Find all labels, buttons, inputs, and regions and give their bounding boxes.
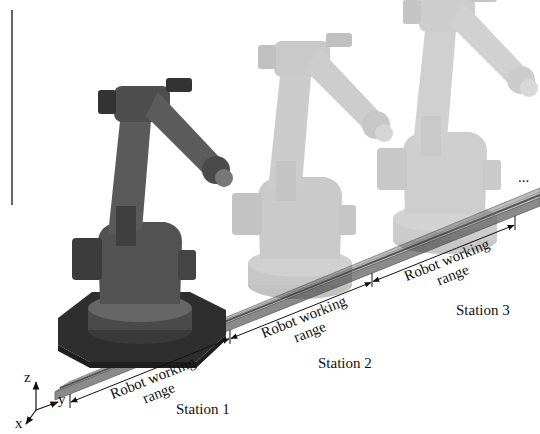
robot — [72, 78, 233, 344]
robot-ghost — [232, 33, 393, 299]
axis-label: z — [24, 370, 31, 386]
continuation-mark: ... — [518, 170, 529, 186]
coordinate-axes — [26, 382, 58, 424]
robot-ghost — [377, 0, 538, 254]
margin-rule — [11, 10, 13, 205]
station-label: Station 1 — [176, 402, 230, 418]
axis-label: y — [58, 392, 66, 408]
station-label: Station 2 — [318, 356, 372, 372]
axis-label: x — [15, 416, 23, 432]
station-label: Station 3 — [456, 303, 510, 319]
